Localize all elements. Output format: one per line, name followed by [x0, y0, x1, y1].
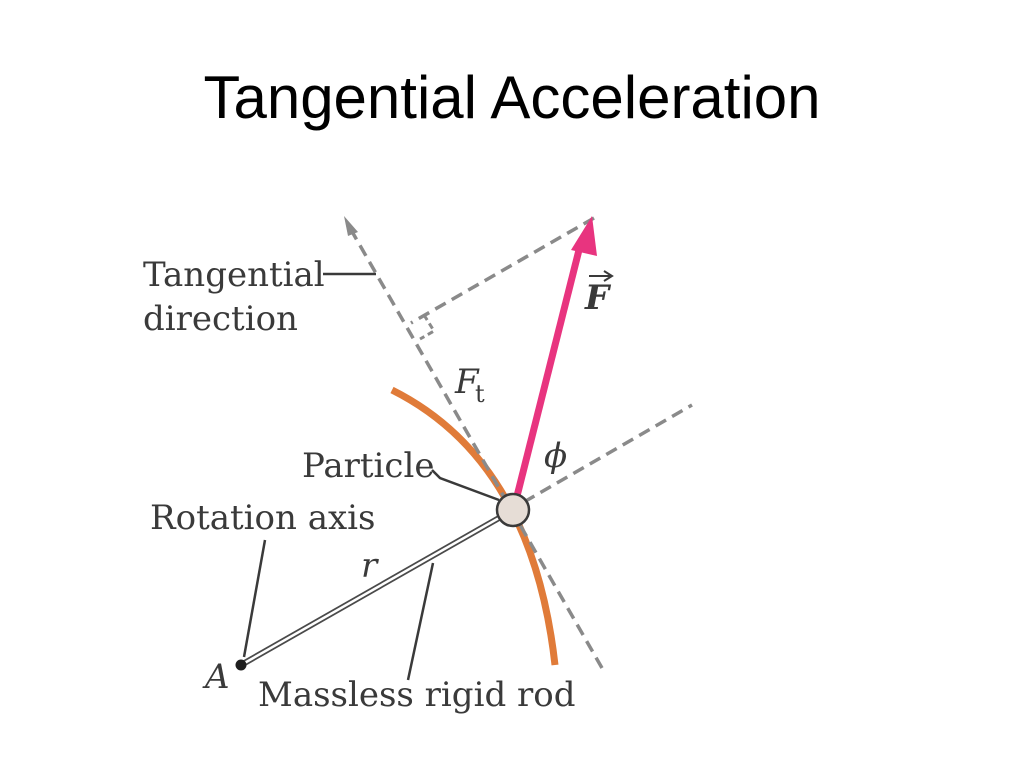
radial-extension-line: [523, 403, 693, 504]
tangential-label-line1: Tangential: [143, 255, 325, 295]
rotation-axis-leader-line: [242, 539, 267, 658]
force-arrow-shaft: [510, 245, 584, 509]
particle-leader-line: [431, 469, 500, 502]
rotation-axis-point: [235, 659, 247, 671]
force-projection-line: [410, 216, 595, 325]
rod-leader-line: [406, 562, 435, 681]
force-tangential-subscript: t: [475, 380, 485, 408]
page-title: Tangential Acceleration: [203, 64, 821, 131]
tangential-direction-line: [348, 227, 604, 669]
force-vector-overarrow: [589, 270, 614, 282]
force-label: F: [584, 278, 612, 318]
radius-label: r: [361, 546, 379, 586]
force-tangential-label: F: [454, 362, 480, 402]
rotation-axis-label: Rotation axis: [150, 498, 375, 538]
particle: [495, 492, 531, 528]
tangential-label-line2: direction: [143, 299, 298, 339]
angle-label: ϕ: [544, 436, 567, 476]
force-arrowhead: [571, 216, 597, 256]
rod-label: Massless rigid rod: [258, 675, 576, 715]
axis-point-label: A: [202, 657, 230, 697]
tangential-direction-arrowhead: [344, 216, 358, 236]
rigid-rod-core: [240, 508, 514, 667]
particle-label: Particle: [302, 446, 434, 486]
